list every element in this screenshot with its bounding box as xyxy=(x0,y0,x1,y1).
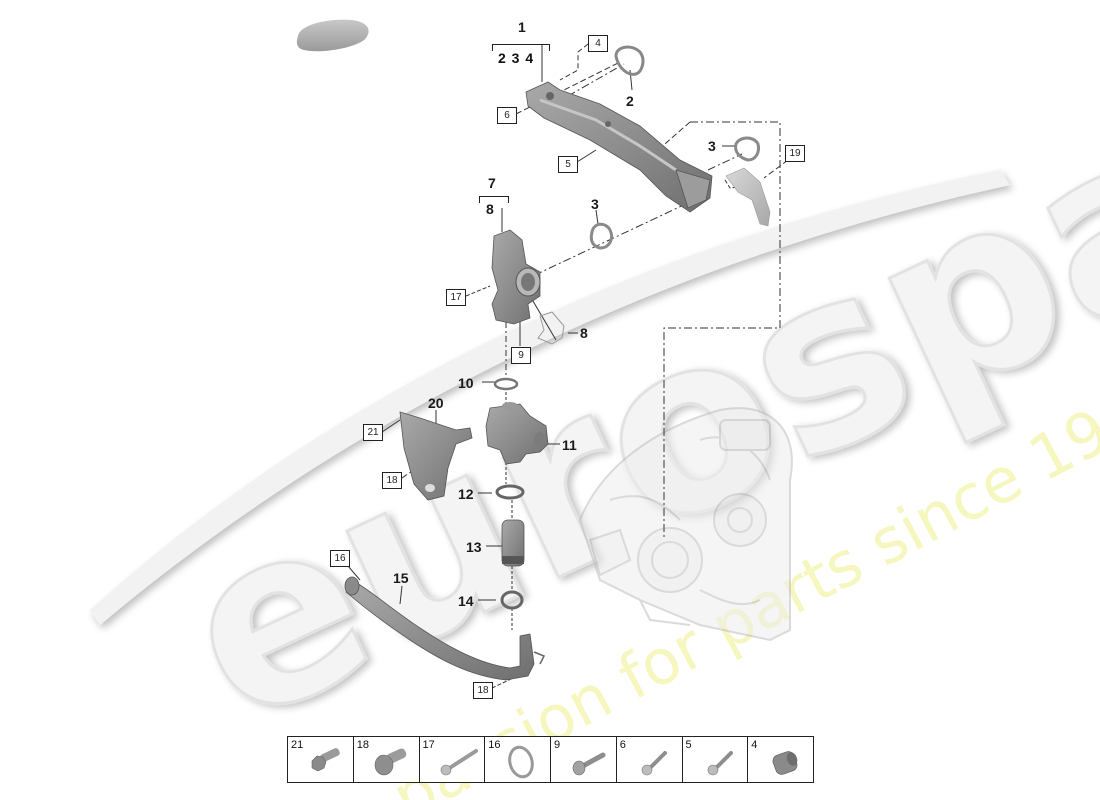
coolant-manifold-part xyxy=(525,81,713,213)
valve-body-part xyxy=(485,402,549,465)
fastener-number: 17 xyxy=(422,739,435,751)
fastener-number: 9 xyxy=(554,739,561,751)
fastener-number: 6 xyxy=(619,739,626,751)
ref-box-18-bracket[interactable]: 18 xyxy=(382,472,402,489)
hose-item-13 xyxy=(501,519,525,567)
fastener-cell-16[interactable]: 16 xyxy=(485,737,551,782)
bolt-icon xyxy=(572,752,606,776)
callout-8-group: 8 xyxy=(486,201,494,217)
group-1-subparts: 2 3 4 xyxy=(498,50,535,66)
group-7-bracket xyxy=(479,196,509,203)
support-bracket-item-20 xyxy=(399,411,473,501)
o-ring-item-10 xyxy=(493,377,519,391)
ref-box-5[interactable]: 5 xyxy=(558,156,578,173)
coolant-pipe-item-15 xyxy=(344,576,546,681)
seal-item-3-upper xyxy=(734,136,760,162)
sleeve-nut-icon xyxy=(772,751,798,775)
bracket-item-19 xyxy=(725,167,771,227)
seal-item-2 xyxy=(614,45,645,76)
callout-11: 11 xyxy=(562,437,577,453)
seal-item-3-lower xyxy=(589,222,614,250)
fastener-number: 16 xyxy=(488,739,501,751)
fastener-number: 21 xyxy=(291,739,304,751)
ref-box-4[interactable]: 4 xyxy=(588,35,608,52)
fastener-cell-21[interactable]: 21 xyxy=(288,737,354,782)
fastener-legend-strip: 21 18 17 16 9 6 xyxy=(287,736,814,783)
ref-box-17[interactable]: 17 xyxy=(446,289,466,306)
ref-box-21[interactable]: 21 xyxy=(363,424,383,441)
callout-13: 13 xyxy=(466,539,482,555)
callout-3-upper: 3 xyxy=(708,138,716,154)
long-screw-icon xyxy=(440,749,478,776)
fastener-cell-5[interactable]: 5 xyxy=(683,737,749,782)
fastener-number: 5 xyxy=(685,739,692,751)
fastener-number: 4 xyxy=(751,739,758,751)
callout-14: 14 xyxy=(458,593,474,609)
ref-box-16[interactable]: 16 xyxy=(330,550,350,567)
callout-15: 15 xyxy=(393,570,409,586)
ref-box-18-pipe[interactable]: 18 xyxy=(473,682,493,699)
ref-box-9[interactable]: 9 xyxy=(511,347,531,364)
screw-icon xyxy=(641,751,667,776)
fastener-cell-9[interactable]: 9 xyxy=(551,737,617,782)
gasket-item-8 xyxy=(537,311,565,345)
callout-10: 10 xyxy=(458,375,474,391)
fastener-cell-17[interactable]: 17 xyxy=(420,737,486,782)
callout-1: 1 xyxy=(518,19,526,35)
hose-clamp-item-12 xyxy=(495,484,525,500)
fastener-cell-4[interactable]: 4 xyxy=(748,737,813,782)
thermostat-housing-part xyxy=(491,229,541,325)
flange-bolt-icon xyxy=(311,748,340,772)
ref-box-19[interactable]: 19 xyxy=(785,145,805,162)
sleeve-part-thumbnail xyxy=(296,19,369,52)
screw-icon xyxy=(707,751,733,776)
fastener-cell-18[interactable]: 18 xyxy=(354,737,420,782)
callout-8-gasket: 8 xyxy=(580,325,588,341)
callout-3-lower: 3 xyxy=(591,196,599,212)
fastener-cell-6[interactable]: 6 xyxy=(617,737,683,782)
o-ring-icon xyxy=(508,745,535,779)
group-1-bracket xyxy=(492,44,550,51)
callout-7: 7 xyxy=(488,175,496,191)
hose-clamp-item-14 xyxy=(500,590,524,610)
ref-box-6[interactable]: 6 xyxy=(497,107,517,124)
pan-head-bolt-icon xyxy=(374,748,407,776)
fastener-number: 18 xyxy=(356,739,369,751)
callout-20: 20 xyxy=(428,395,444,411)
callout-2: 2 xyxy=(626,93,634,109)
callout-12: 12 xyxy=(458,486,474,502)
